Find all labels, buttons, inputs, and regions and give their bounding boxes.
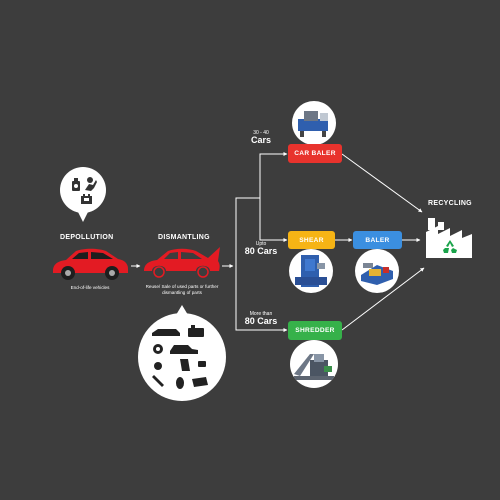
engine-part-icon	[188, 328, 204, 337]
shredder-qty-big: 80 Cars	[242, 317, 280, 326]
shredder-machine-image	[290, 340, 338, 388]
dismantled-car-shell-image	[140, 245, 222, 281]
shredder-label: SHREDDER	[288, 321, 342, 340]
used-parts-bubble	[136, 303, 228, 401]
depollution-bubble	[58, 166, 108, 224]
car-baler-label: CAR BALER	[288, 144, 342, 163]
arrow-to-shear	[260, 198, 287, 240]
dismantling-title: DISMANTLING	[158, 234, 210, 241]
arrow-car-baler-to-recycling	[342, 154, 422, 212]
baler-label: BALER	[353, 231, 402, 249]
recycling-title: RECYCLING	[428, 200, 472, 207]
shear-quantity: Upto 80 Cars	[244, 242, 278, 256]
car-baler-quantity: 30 - 40 Cars	[246, 131, 276, 145]
depollution-caption: End-of-life vehicles	[50, 285, 130, 291]
shear-machine-image	[289, 249, 333, 293]
shear-label: SHEAR	[288, 231, 335, 249]
dismantling-caption: Reuse/ Sale of used parts or further dis…	[138, 284, 226, 296]
tyre-part-icon	[176, 377, 184, 389]
baler-machine-image	[355, 249, 399, 293]
depollution-title: DEPOLLUTION	[60, 234, 113, 241]
car-baler-qty-big: Cars	[246, 136, 276, 145]
shredder-quantity: More than 80 Cars	[242, 312, 280, 326]
car-baler-machine-image	[292, 101, 336, 145]
end-of-life-car-image	[50, 247, 130, 281]
recycling-factory-icon	[424, 212, 474, 260]
mirror-part-icon	[198, 361, 206, 367]
shear-qty-big: 80 Cars	[244, 247, 278, 256]
